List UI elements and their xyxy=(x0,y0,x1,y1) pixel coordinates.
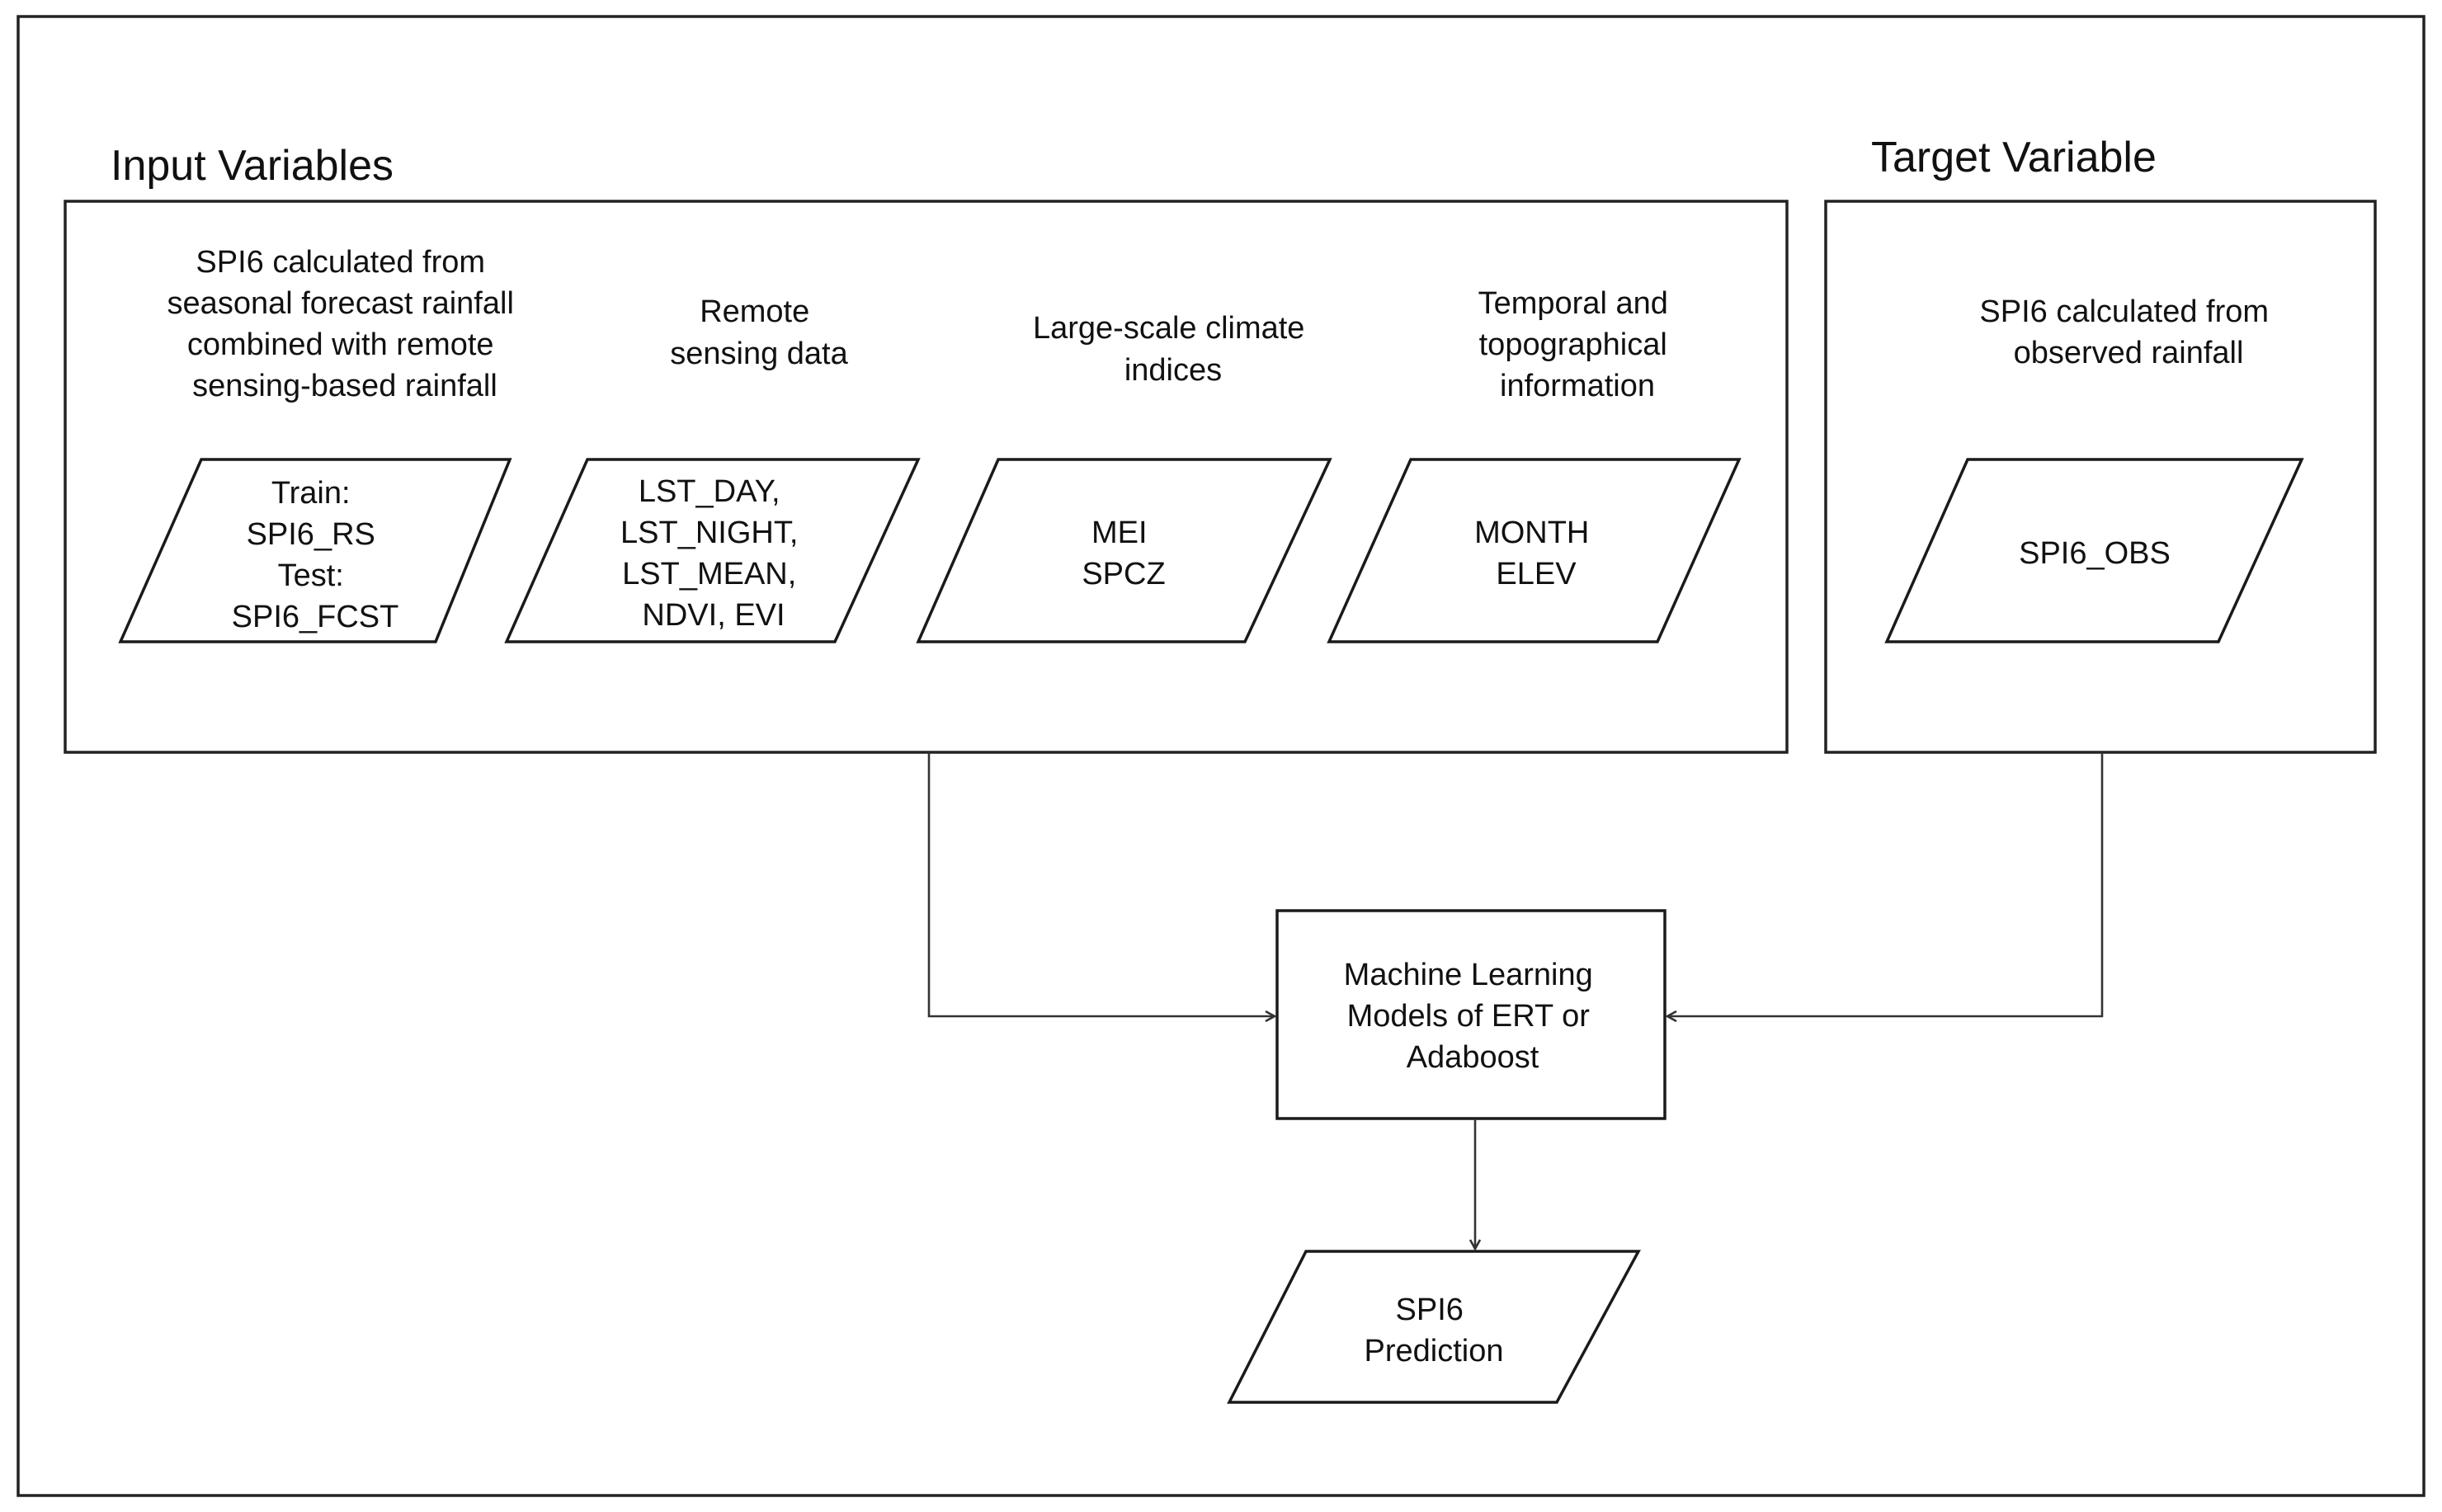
box-line: SPI6_FCST xyxy=(232,600,399,634)
caption-line: combined with remote xyxy=(187,327,494,362)
box-line: SPI6_OBS xyxy=(2019,536,2171,571)
box-line: Train: xyxy=(271,476,351,511)
box-line: MEI xyxy=(1091,516,1148,550)
box-line: NDVI, EVI xyxy=(642,598,785,633)
target-variable-panel xyxy=(1824,200,2377,754)
output-line: SPI6 xyxy=(1396,1293,1464,1327)
caption-line: observed rainfall xyxy=(2014,336,2244,370)
outer-frame xyxy=(16,15,2426,1497)
box-line: LST_MEAN, xyxy=(622,557,796,591)
model-label: Machine Learning Models of ERT or Adaboo… xyxy=(1344,958,1602,1075)
input-1-caption: SPI6 calculated from seasonal forecast r… xyxy=(167,245,523,403)
input-3-parallelogram xyxy=(916,458,1332,643)
caption-line: SPI6 calculated from xyxy=(196,245,485,280)
input-4-caption: Temporal and topographical information xyxy=(1478,286,1677,403)
output-parallelogram xyxy=(1227,1250,1641,1404)
input-to-model-connector xyxy=(927,752,1275,1016)
target-to-model-connector xyxy=(1667,752,2104,1016)
caption-line: topographical xyxy=(1479,327,1667,362)
target-variable-heading: Target Variable xyxy=(1871,134,2157,181)
caption-line: seasonal forecast rainfall xyxy=(167,286,514,321)
input-2-caption: Remote sensing data xyxy=(670,294,848,371)
box-line: SPCZ xyxy=(1082,557,1165,591)
model-line: Machine Learning xyxy=(1344,958,1593,992)
caption-line: information xyxy=(1500,369,1655,403)
input-4-variables: MONTH ELEV xyxy=(1474,516,1598,591)
target-variable-box-text: SPI6_OBS xyxy=(2019,536,2171,571)
input-2-parallelogram xyxy=(504,458,921,643)
caption-line: indices xyxy=(1124,353,1222,388)
input-1-parallelogram xyxy=(118,458,512,643)
input-4-parallelogram xyxy=(1327,458,1742,643)
target-caption: SPI6 calculated from observed rainfall xyxy=(1979,294,2277,370)
target-parallelogram xyxy=(1884,458,2304,643)
caption-line: SPI6 calculated from xyxy=(1979,294,2269,329)
input-3-variables: MEI SPCZ xyxy=(1082,516,1165,591)
input-1-variables: Train: SPI6_RS Test: SPI6_FCST xyxy=(232,476,399,634)
caption-line: Large-scale climate xyxy=(1033,311,1304,346)
input-variables-panel xyxy=(64,200,1789,754)
model-box xyxy=(1275,909,1666,1120)
input-variables-heading: Input Variables xyxy=(111,142,394,190)
box-line: LST_NIGHT, xyxy=(620,516,798,550)
model-line: Models of ERT or xyxy=(1347,999,1591,1034)
box-line: LST_DAY, xyxy=(639,474,780,509)
box-line: Test: xyxy=(278,558,344,593)
caption-line: sensing data xyxy=(670,337,848,371)
output-label: SPI6 Prediction xyxy=(1365,1293,1504,1368)
box-line: MONTH xyxy=(1474,516,1589,550)
caption-line: Remote xyxy=(700,294,809,329)
input-3-caption: Large-scale climate indices xyxy=(1033,311,1313,388)
model-line: Adaboost xyxy=(1407,1040,1539,1075)
caption-line: Temporal and xyxy=(1478,286,1668,321)
output-line: Prediction xyxy=(1365,1334,1504,1368)
box-line: SPI6_RS xyxy=(247,517,375,552)
input-2-variables: LST_DAY, LST_NIGHT, LST_MEAN, NDVI, EVI xyxy=(620,474,807,633)
caption-line: sensing-based rainfall xyxy=(192,369,497,403)
box-line: ELEV xyxy=(1496,557,1577,591)
